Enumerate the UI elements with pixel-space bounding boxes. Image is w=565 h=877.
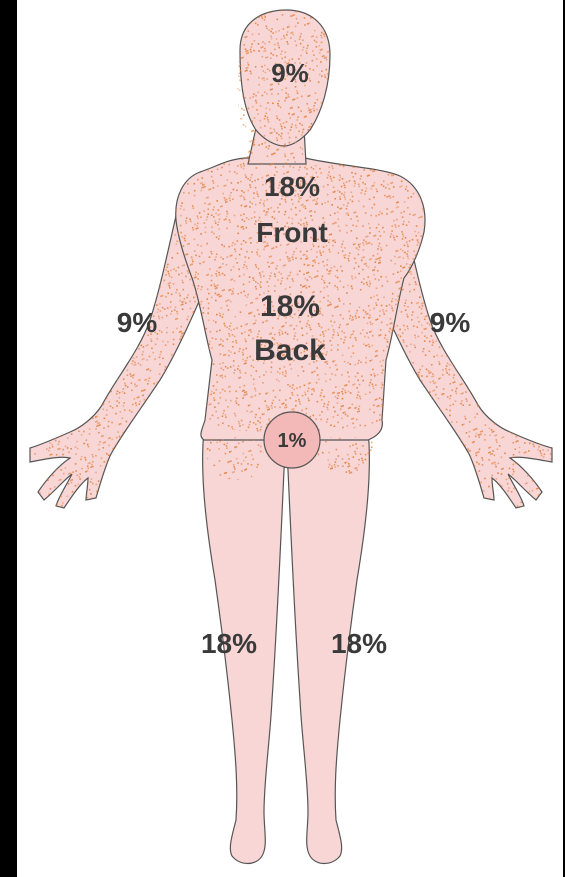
right-arm-label: 9% [117, 307, 158, 338]
head-label: 9% [271, 58, 309, 88]
torso-back-percent: 18% [260, 290, 320, 323]
right-leg-label: 18% [201, 628, 257, 659]
torso-back-label: Back [254, 334, 326, 367]
torso-front-label: Front [256, 217, 328, 248]
torso-front-percent: 18% [264, 171, 320, 202]
left-arm-label: 9% [430, 307, 471, 338]
groin-label: 1% [278, 430, 307, 452]
left-leg-label: 18% [331, 628, 387, 659]
